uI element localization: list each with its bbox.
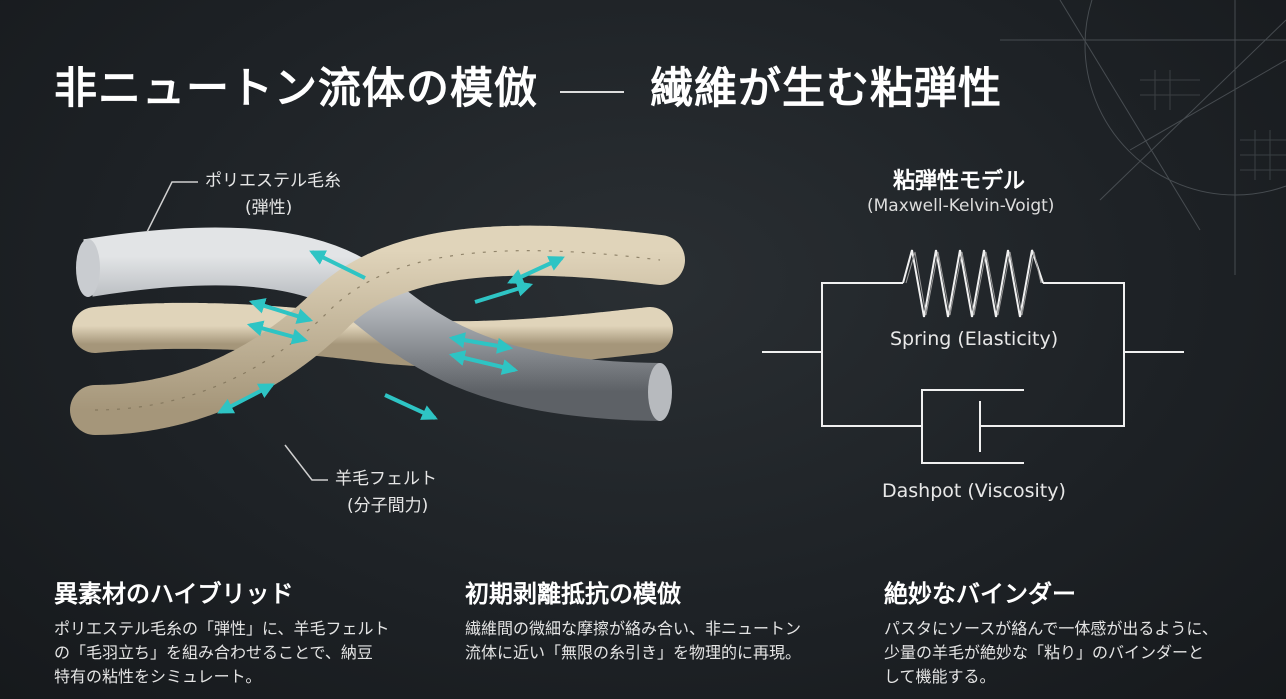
dashpot-icon (921, 389, 1024, 464)
wool-label-text: 羊毛フェルト (335, 469, 437, 489)
model-title: 粘弾性モデル (893, 169, 1026, 194)
title-right: 繊維が生む粘弾性 (650, 64, 1002, 114)
body-line: 流体に近い「無限の糸引き」を物理的に再現。 (465, 643, 802, 662)
yarn-end-left (76, 239, 100, 297)
wool-strand-front (70, 225, 685, 435)
body-line: して機能する。 (884, 667, 996, 686)
polyester-label-sub: (弾性) (245, 198, 293, 218)
title-left: 非ニュートン流体の模倣 (54, 64, 538, 114)
body-line: の「毛羽立ち」を組み合わせることで、納豆 (54, 643, 373, 662)
page-title: 非ニュートン流体の模倣 繊維が生む粘弾性 (54, 54, 1002, 116)
spring-label: Spring (Elasticity) (890, 328, 1059, 350)
model-subtitle: (Maxwell-Kelvin-Voigt) (867, 196, 1055, 216)
title-dash (560, 90, 624, 93)
section-heading: 初期剥離抵抗の模倣 (465, 580, 681, 608)
wool-label-sub: (分子間力) (347, 496, 429, 516)
section-hybrid: 異素材のハイブリッド ポリエステル毛糸の「弾性」に、羊毛フェルト の「毛羽立ち」… (54, 574, 390, 689)
body-line: ポリエステル毛糸の「弾性」に、羊毛フェルト (54, 619, 390, 638)
section-body: 繊維間の微細な摩擦が絡み合い、非ニュートン 流体に近い「無限の糸引き」を物理的に… (465, 617, 801, 665)
polyester-label-text: ポリエステル毛糸 (205, 171, 341, 191)
section-body: ポリエステル毛糸の「弾性」に、羊毛フェルト の「毛羽立ち」を組み合わせることで、… (54, 617, 390, 689)
body-line: 特有の粘性をシミュレート。 (54, 667, 262, 686)
spring-icon (902, 249, 1044, 318)
body-line: パスタにソースが絡んで一体感が出るように、 (884, 619, 1218, 638)
section-heading: 異素材のハイブリッド (54, 580, 294, 608)
wool-label: 羊毛フェルト (分子間力) (335, 466, 437, 520)
circuit-bottom (821, 352, 922, 427)
circuit-top (762, 282, 903, 353)
force-arrows (217, 250, 565, 420)
section-peel-resistance: 初期剥離抵抗の模倣 繊維間の微細な摩擦が絡み合い、非ニュートン 流体に近い「無限… (465, 574, 801, 665)
section-binder: 絶妙なバインダー パスタにソースが絡んで一体感が出るように、 少量の羊毛が絶妙な… (884, 574, 1218, 689)
body-line: 繊維間の微細な摩擦が絡み合い、非ニュートン (465, 619, 802, 638)
section-heading: 絶妙なバインダー (884, 580, 1076, 608)
polyester-label: ポリエステル毛糸 (弾性) (205, 168, 341, 222)
body-line: 少量の羊毛が絶妙な「粘り」のバインダーと (884, 643, 1205, 662)
dashpot-label: Dashpot (Viscosity) (882, 480, 1066, 502)
yarn-end-right (648, 363, 672, 421)
section-body: パスタにソースが絡んで一体感が出るように、 少量の羊毛が絶妙な「粘り」のバインダ… (884, 617, 1218, 689)
